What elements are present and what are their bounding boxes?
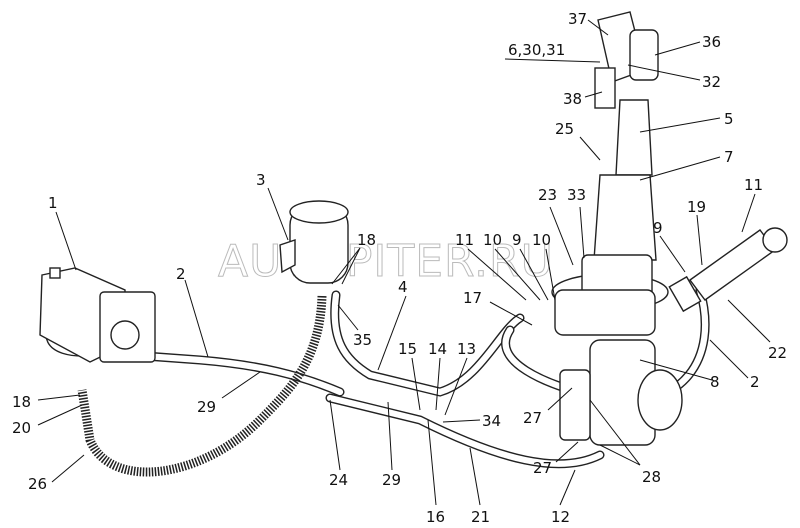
callout-8: 8 (710, 373, 720, 391)
callout-22: 22 (768, 344, 787, 362)
callout-9-left: 9 (512, 231, 522, 249)
leader-lines (37, 19, 771, 506)
callout-33: 33 (567, 186, 586, 204)
callout-16: 16 (426, 508, 445, 526)
callout-20: 20 (12, 419, 31, 437)
callout-28: 28 (642, 468, 661, 486)
callout-18-top: 18 (357, 231, 376, 249)
callout-11-right: 11 (744, 176, 763, 194)
callout-10-b: 10 (532, 231, 551, 249)
callout-5: 5 (724, 110, 734, 128)
callout-29-left: 29 (197, 398, 216, 416)
callout-10-a: 10 (483, 231, 502, 249)
callout-6-30-31: 6,30,31 (508, 41, 565, 59)
callout-26: 26 (28, 475, 47, 493)
callout-25: 25 (555, 120, 574, 138)
callout-2-right: 2 (750, 373, 760, 391)
callout-34: 34 (482, 412, 501, 430)
callout-3: 3 (256, 171, 266, 189)
callout-18-left: 18 (12, 393, 31, 411)
callout-9-right: 9 (653, 219, 663, 237)
hydraulic-pump (39, 267, 156, 363)
callout-37: 37 (568, 10, 587, 28)
watermark: AUTOPITER.RU (218, 236, 554, 287)
callout-21: 21 (471, 508, 490, 526)
callout-1: 1 (48, 194, 58, 212)
callout-38: 38 (563, 90, 582, 108)
callout-labels: 37 36 6,30,31 32 38 5 25 7 3 1 11 18 23 … (12, 10, 787, 526)
steering-column (551, 11, 683, 446)
callout-19: 19 (687, 198, 706, 216)
oil-reservoir (279, 200, 349, 284)
callout-23: 23 (538, 186, 557, 204)
callout-13: 13 (457, 340, 476, 358)
callout-15: 15 (398, 340, 417, 358)
callout-32: 32 (702, 73, 721, 91)
callout-27-top: 27 (523, 409, 542, 427)
callout-36: 36 (702, 33, 721, 51)
callout-7: 7 (724, 148, 734, 166)
callout-35: 35 (353, 331, 372, 349)
callout-27-bottom: 27 (533, 459, 552, 477)
power-cylinder (668, 227, 788, 313)
callout-4: 4 (398, 278, 408, 296)
callout-11-left: 11 (455, 231, 474, 249)
callout-17: 17 (463, 289, 482, 307)
callout-14: 14 (428, 340, 447, 358)
callout-29-mid: 29 (382, 471, 401, 489)
callout-2-left: 2 (176, 265, 186, 283)
callout-24: 24 (329, 471, 348, 489)
callout-12: 12 (551, 508, 570, 526)
